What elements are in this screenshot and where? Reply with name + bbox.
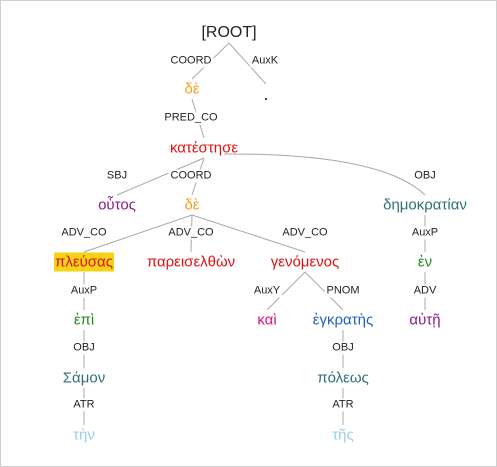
edge-katestese-houtos [116, 157, 205, 196]
relation-label-punct: AuxK [249, 54, 281, 68]
tree-root[interactable]: [ROOT] [201, 24, 257, 41]
word-node-samon[interactable]: Σάμον [62, 369, 106, 387]
word-node-tes[interactable]: τῆς [332, 426, 354, 444]
edge-genomenos-enkrates [304, 271, 344, 311]
relation-label-epi: AuxP [68, 284, 100, 298]
relation-label-genomenos: ADV_CO [280, 226, 330, 240]
relation-label-en: AuxP [409, 226, 441, 240]
relation-label-demokratian: OBJ [412, 169, 438, 183]
relation-label-de2: COORD [168, 169, 214, 183]
word-node-genomenos[interactable]: γενόμενος [270, 253, 340, 271]
word-node-pleusas[interactable]: πλεύσας [54, 252, 114, 272]
relation-label-samon: OBJ [71, 341, 97, 355]
relation-label-pleusas: ADV_CO [59, 226, 109, 240]
edge-katestese-demokratian [223, 153, 426, 196]
word-node-pareiselthon[interactable]: παρεισελθὼν [146, 253, 236, 271]
relation-label-kai: AuxY [251, 284, 283, 298]
relation-label-enkrates: PNOM [324, 284, 362, 298]
word-node-epi[interactable]: ἐπὶ [73, 311, 95, 329]
word-node-demokratian[interactable]: δημοκρατίαν [383, 196, 467, 214]
relation-label-poleos: OBJ [330, 341, 356, 355]
edge-genomenos-kai [266, 271, 306, 311]
relation-label-katestese: PRED_CO [162, 111, 220, 125]
edge-de2-genomenos [191, 214, 306, 253]
word-node-punct[interactable]: . [263, 84, 269, 104]
word-node-houtos[interactable]: οὗτος [98, 196, 136, 214]
word-node-poleos[interactable]: πόλεως [317, 369, 369, 387]
relation-label-ten: ATR [71, 398, 97, 412]
relation-label-tes: ATR [330, 398, 356, 412]
relation-label-pareiselthon: ADV_CO [166, 226, 216, 240]
word-node-katestese[interactable]: κατέστησε [169, 139, 239, 157]
word-node-de2[interactable]: δὲ [184, 196, 200, 214]
edge-root-punct [228, 42, 267, 85]
relation-label-aute: ADV [411, 284, 439, 298]
word-node-aute[interactable]: αὐτῇ [409, 311, 441, 329]
word-node-en[interactable]: ἐν [417, 253, 433, 271]
relation-label-houtos: SBJ [104, 169, 130, 183]
edge-de2-pleusas [83, 214, 193, 253]
relation-label-de1: COORD [168, 54, 214, 68]
word-node-enkrates[interactable]: ἐγκρατὴς [312, 311, 374, 329]
word-node-kai[interactable]: καὶ [257, 311, 277, 329]
word-node-de1[interactable]: δὲ [184, 80, 200, 98]
word-node-ten[interactable]: τὴν [73, 426, 95, 444]
